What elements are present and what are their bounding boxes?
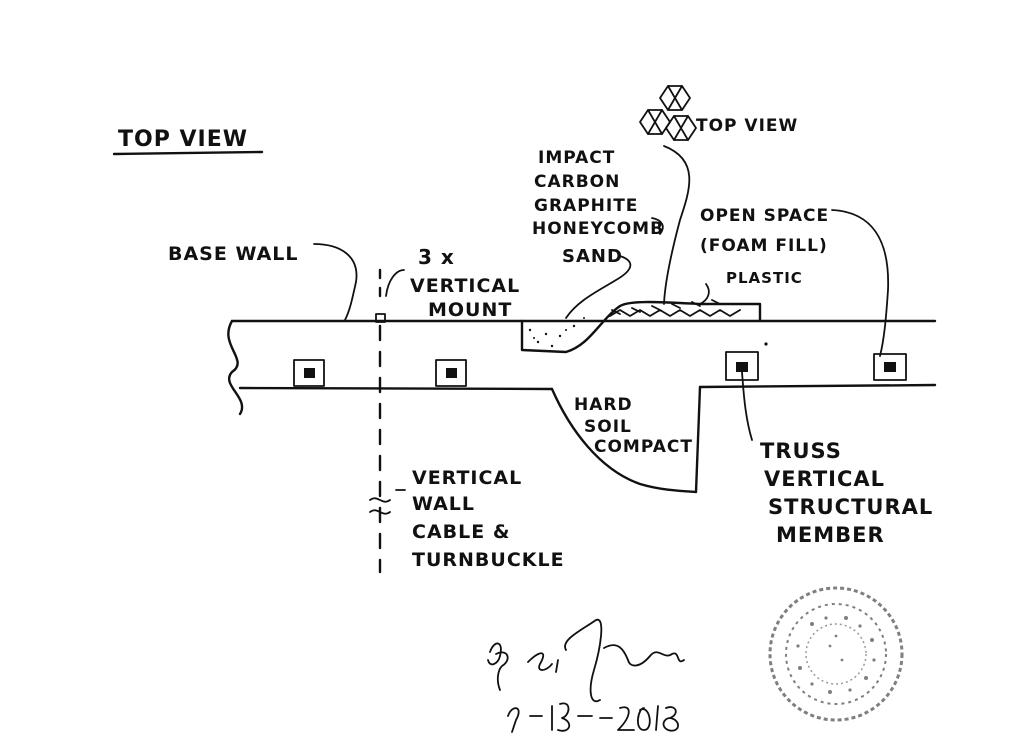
svg-text:MOUNT: MOUNT [428, 299, 512, 321]
svg-text:VERTICAL: VERTICAL [412, 467, 522, 489]
svg-text:VERTICAL: VERTICAL [764, 467, 885, 491]
mount-box [293, 359, 325, 387]
honeycomb-bracket [651, 217, 664, 235]
label-vertical-mount: 3 x VERTICAL MOUNT [410, 245, 520, 321]
label-honeycomb-top-view: TOP VIEW [696, 116, 798, 136]
leader-plastic [699, 283, 710, 305]
svg-text:WALL: WALL [412, 493, 475, 515]
svg-text:CABLE &: CABLE & [412, 521, 510, 543]
diagram-title: TOP VIEW [118, 127, 248, 152]
signature-name [527, 619, 685, 703]
leader-truss [741, 371, 753, 441]
svg-text:MEMBER: MEMBER [776, 523, 885, 547]
base-wall [227, 319, 937, 416]
sand-pocket [520, 299, 762, 354]
leader-open-space [831, 209, 889, 357]
leader-base-wall [313, 243, 358, 321]
label-impact-layer: IMPACT CARBON GRAPHITE HONEYCOMB [532, 148, 664, 239]
cable-anchor [375, 313, 386, 323]
svg-text:COMPACT: COMPACT [594, 437, 693, 457]
svg-text:TURNBUCKLE: TURNBUCKLE [412, 549, 565, 571]
label-sand: SAND [562, 246, 623, 267]
label-plastic: PLASTIC [726, 269, 803, 287]
honeycomb-icon [639, 85, 697, 141]
signature-date-strokes [507, 702, 679, 733]
svg-text:IMPACT: IMPACT [538, 148, 615, 168]
truss-box [873, 353, 907, 381]
leader-honeycomb [663, 145, 691, 305]
label-truss: TRUSS VERTICAL STRUCTURAL MEMBER [760, 439, 933, 547]
svg-text:OPEN SPACE: OPEN SPACE [700, 206, 829, 226]
label-cable: VERTICAL WALL CABLE & TURNBUCKLE [412, 467, 565, 571]
mount-box-core [304, 368, 315, 378]
turnbuckle-mark [369, 497, 391, 515]
signature-by [487, 642, 509, 691]
truss-box-core [736, 362, 748, 372]
hard-soil-wedge [550, 385, 702, 494]
title-underline [112, 150, 264, 156]
label-open-space: OPEN SPACE (FOAM FILL) [700, 206, 829, 256]
signature [487, 619, 685, 733]
svg-text:TRUSS: TRUSS [760, 439, 842, 463]
leader-sand [565, 255, 632, 319]
svg-text:3 x: 3 x [418, 245, 455, 269]
wall-bottom-edge [238, 383, 937, 391]
wall-break-line [227, 319, 244, 416]
svg-text:CARBON: CARBON [534, 172, 620, 192]
plastic-strip [611, 299, 721, 315]
sand-outline [520, 300, 762, 354]
svg-text:HARD: HARD [574, 395, 633, 415]
honeycomb-strip [609, 309, 741, 317]
sand-speckle [528, 317, 585, 348]
label-base-wall: BASE WALL [168, 243, 299, 265]
truss-box-core [884, 362, 896, 372]
svg-text:VERTICAL: VERTICAL [410, 275, 520, 297]
ink-dot [764, 342, 768, 346]
cable-line [369, 268, 406, 574]
mount-box [435, 359, 467, 387]
leader-vertical-mount [385, 269, 405, 297]
mount-box-core [446, 368, 457, 378]
leader-lines [313, 145, 889, 441]
svg-text:STRUCTURAL: STRUCTURAL [768, 495, 933, 519]
svg-text:(FOAM FILL): (FOAM FILL) [700, 236, 828, 256]
svg-text:HONEYCOMB: HONEYCOMB [532, 219, 664, 239]
vertical-mount-boxes [293, 351, 907, 387]
notary-stamp [768, 586, 904, 722]
svg-text:SOIL: SOIL [584, 417, 632, 437]
label-hard-soil: HARD SOIL COMPACT [574, 395, 693, 457]
svg-text:GRAPHITE: GRAPHITE [534, 196, 638, 216]
